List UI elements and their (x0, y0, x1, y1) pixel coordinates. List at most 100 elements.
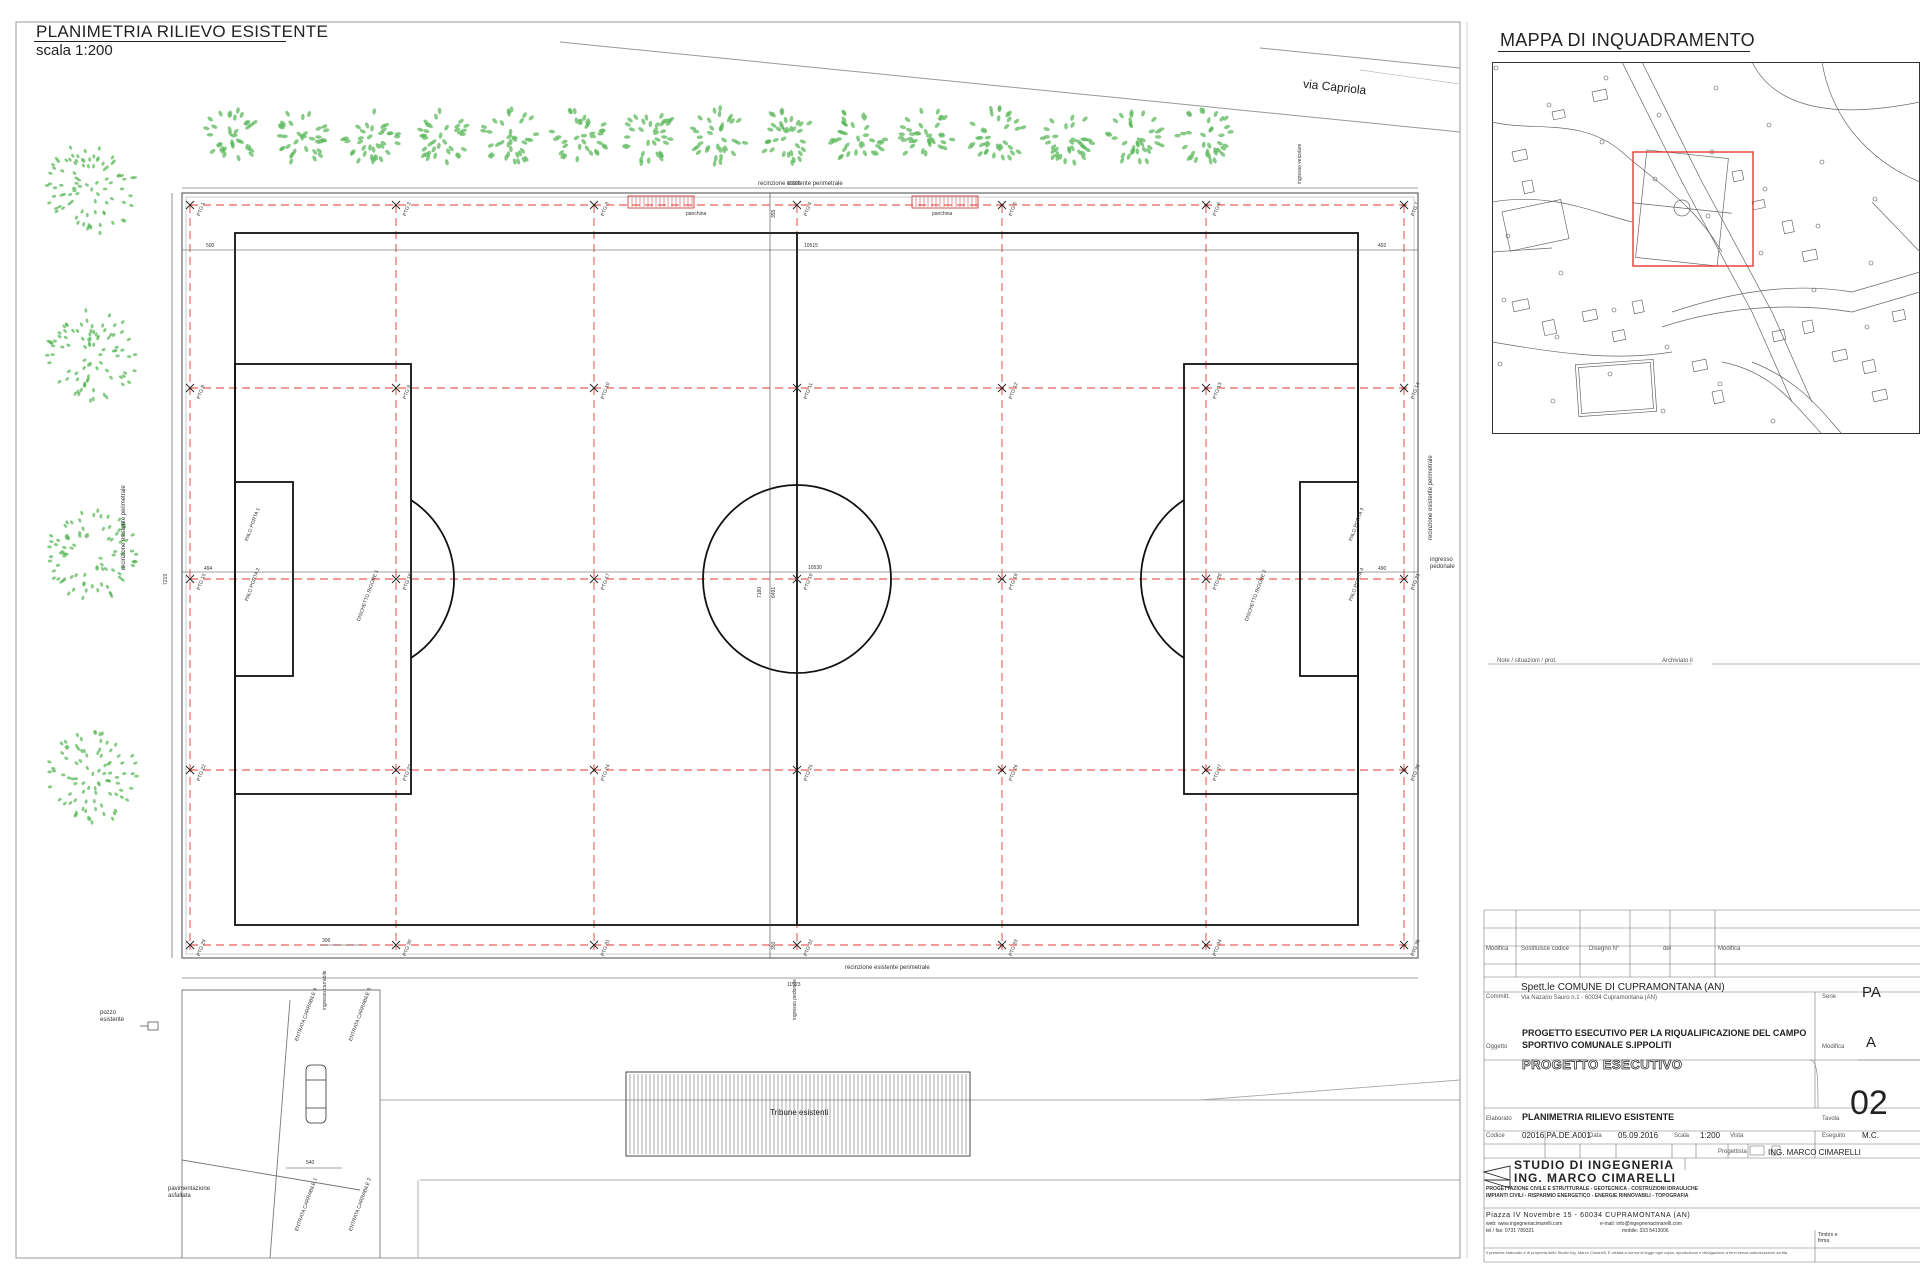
tavola-value: 02 (1850, 1084, 1888, 1122)
survey-point-marker (391, 574, 401, 584)
mod-header-1: Modifica (1486, 946, 1509, 952)
tavola-label: Tavola (1822, 1116, 1840, 1122)
dim-height-inner: 7180 (757, 586, 763, 598)
paving-label: pavimentazione asfaltata (168, 1186, 211, 1199)
progettista-value: ING. MARCO CIMARELLI (1768, 1148, 1861, 1157)
archive-label: Archiviato il (1662, 658, 1693, 664)
title-underline (34, 41, 286, 42)
dim-inner-length: 10515 (804, 243, 818, 249)
penalty-arc-right (1140, 499, 1185, 659)
elaborato-label: Elaborato (1486, 1116, 1512, 1122)
survey-point-marker (1399, 574, 1409, 584)
studio-services-2: IMPIANTI CIVILI - RISPARMIO ENERGETICO -… (1486, 1193, 1689, 1199)
codice-label: Codice (1486, 1133, 1505, 1139)
parking-area (181, 989, 1461, 1259)
bench-label-2: panchina (932, 211, 953, 217)
survey-point-marker (185, 940, 195, 950)
survey-point-marker (1201, 574, 1211, 584)
location-map (1492, 62, 1920, 434)
elaborato-value: PLANIMETRIA RILIEVO ESISTENTE (1522, 1112, 1675, 1122)
survey-point-marker (792, 200, 802, 210)
mod-header-5: Modifica (1718, 946, 1741, 952)
survey-point-marker (1201, 200, 1211, 210)
title-block-grid (1482, 663, 1920, 1263)
survey-point-marker (589, 765, 599, 775)
dim-right-margin: 492 (1378, 243, 1387, 249)
goal-area-left (234, 481, 294, 677)
location-highlight (1632, 151, 1754, 267)
tree-icon (203, 107, 258, 162)
eseguito-value: M.C. (1862, 1131, 1879, 1140)
car-icon (305, 1064, 327, 1124)
tree-icon (827, 109, 889, 160)
tree-icon (761, 107, 813, 166)
survey-point-marker (589, 574, 599, 584)
stands-hatch (629, 1074, 967, 1154)
codice-value: 02016.PA.DE.A001 (1522, 1131, 1591, 1140)
tree-column-left (44, 145, 139, 825)
right-fence-label: recinzione esistente perimetrale (1428, 455, 1434, 540)
stamp-label: Timbro e firma (1818, 1232, 1838, 1244)
committente-address: Via Nazario Sauro n.1 - 60034 Cupramonta… (1521, 995, 1657, 1001)
survey-point-marker (1201, 383, 1211, 393)
survey-point-marker (997, 383, 1007, 393)
survey-point-marker (185, 574, 195, 584)
survey-point-marker (997, 940, 1007, 950)
tree-icon (1174, 107, 1234, 165)
tree-icon (548, 107, 609, 163)
vehicle-entry-label: ingresso veicolare (1297, 143, 1303, 184)
studio-address: Piazza IV Novembre 15 - 60034 CUPRAMONTA… (1486, 1212, 1691, 1219)
survey-point-marker (391, 765, 401, 775)
survey-point-marker (1399, 940, 1409, 950)
tree-icon (967, 105, 1027, 161)
tree-icon (897, 107, 956, 157)
survey-point-marker (391, 200, 401, 210)
tree-icon (276, 110, 330, 165)
tree-icon (340, 108, 402, 165)
tree-icon (417, 107, 470, 166)
serie-label: Serie (1822, 994, 1837, 1000)
perimeter-fence (181, 192, 1419, 959)
mod-header-3: Disegno N° (1589, 946, 1620, 952)
goal-area-right (1299, 481, 1359, 677)
survey-point-marker (589, 200, 599, 210)
survey-point-marker (589, 940, 599, 950)
tree-row-top (203, 105, 1234, 167)
studio-logo (1482, 1165, 1511, 1189)
pitch-lines (234, 232, 1359, 926)
survey-point-marker (185, 383, 195, 393)
dim-left-mid: 494 (204, 566, 213, 572)
footer-note: Il presente elaborato è di proprietà del… (1486, 1250, 1789, 1255)
driveway-entry-label: ingresso carrabile (322, 970, 328, 1010)
tree-icon (47, 729, 139, 825)
dim-height-mid: 6491 (771, 586, 777, 598)
modifica-value: A (1866, 1034, 1877, 1051)
dim-bottom-total: 11523 (787, 982, 801, 988)
top-fence-label: recinzione esistente perimetrale (758, 181, 843, 187)
committente-label: Committ. (1486, 994, 1510, 1000)
tree-icon (45, 308, 138, 403)
well-icon (140, 1021, 159, 1031)
dim-mid-length: 10530 (808, 565, 822, 571)
notes-label: Note / situazioni / prot. (1497, 658, 1557, 664)
benches (627, 195, 979, 209)
tree-icon (44, 145, 137, 236)
survey-point-marker (997, 765, 1007, 775)
studio-email: e-mail: info@ingegneriacimarelli.com (1600, 1221, 1683, 1227)
survey-point-marker (792, 940, 802, 950)
eseguito-label: Eseguito (1822, 1133, 1846, 1139)
serie-value: PA (1862, 984, 1881, 1001)
studio-services-1: PROGETTAZIONE CIVILE E STRUTTURALE - GEO… (1486, 1186, 1698, 1192)
survey-point-marker (391, 940, 401, 950)
dim-top-total: 11506 (787, 181, 801, 187)
oggetto-line-1: PROGETTO ESECUTIVO PER LA RIQUALIFICAZIO… (1522, 1028, 1807, 1038)
left-fence-label: recinzione esistente perimetrale (121, 485, 127, 570)
tree-icon (1039, 114, 1096, 166)
map-title: MAPPA DI INQUADRAMENTO (1500, 30, 1755, 50)
studio-web: web: www.ingegneriacimarelli.com (1486, 1221, 1563, 1227)
survey-point-marker (792, 383, 802, 393)
scala-value: 1:200 (1700, 1131, 1721, 1140)
survey-point-marker (185, 200, 195, 210)
